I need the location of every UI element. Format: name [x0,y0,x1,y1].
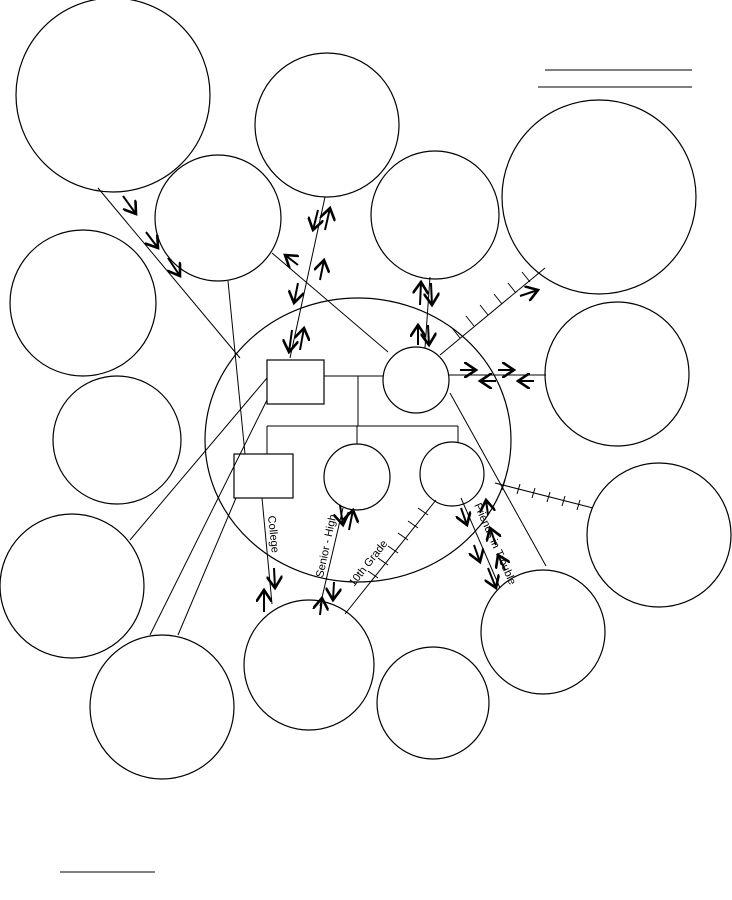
system-circle [480,569,606,695]
system-circle [52,375,182,505]
system-circle [154,154,282,282]
stress-hatches [367,271,581,579]
system-circle [9,229,157,377]
son-square [233,453,294,499]
daughter-circle [419,441,485,507]
system-circle [544,301,690,447]
system-circle [501,99,697,295]
family-circle [204,297,512,583]
system-circle [0,513,145,659]
label-friends-in-trouble: Friends in Trouble [471,501,518,586]
external-circles [0,0,732,780]
system-circle [243,599,375,731]
father-square [266,359,325,405]
system-circle [376,646,490,760]
system-circle [370,150,500,280]
system-circle [89,634,235,780]
daughter-circle [323,443,391,511]
mother-circle [382,346,450,414]
energy-arrows [122,195,538,616]
connection-lines [97,187,594,636]
system-circle [15,0,211,193]
system-circle [586,462,732,608]
family-members [233,346,485,511]
genogram-lines [266,375,459,454]
label-college: College [265,515,281,553]
label-senior-high: Senior - High [314,513,339,578]
system-circle [254,52,400,198]
blank-lines [60,69,692,873]
